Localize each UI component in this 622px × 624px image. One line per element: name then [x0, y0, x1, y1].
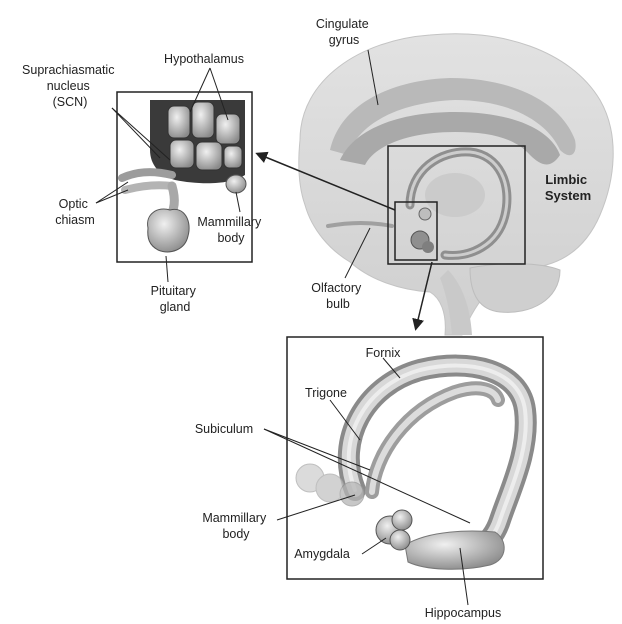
label-limbic-system: Limbic System	[545, 172, 591, 203]
label-amygdala: Amygdala	[294, 547, 350, 561]
label-mammillary-body-bottom: Mammillary body	[202, 511, 269, 541]
label-cingulate-gyrus: Cingulate gyrus	[316, 17, 372, 47]
thalamus	[425, 173, 485, 217]
label-scn: Suprachiasmatic nucleus (SCN)	[22, 63, 118, 109]
label-subiculum: Subiculum	[195, 422, 253, 436]
mammillary-body-top	[226, 175, 246, 193]
hippocampus	[405, 531, 504, 569]
label-hypothalamus: Hypothalamus	[164, 52, 244, 66]
label-hippocampus: Hippocampus	[425, 606, 501, 620]
pituitary-gland	[148, 209, 190, 252]
hypothalamus-small	[419, 208, 431, 220]
label-fornix: Fornix	[366, 346, 401, 360]
label-trigone: Trigone	[305, 386, 347, 400]
label-pituitary-gland: Pituitary gland	[151, 284, 200, 314]
hypothalamus-inset	[122, 100, 246, 252]
label-optic-chiasm: Optic chiasm	[55, 197, 95, 227]
amygdala	[376, 510, 412, 550]
label-mammillary-body-top: Mammillary body	[197, 215, 264, 245]
label-olfactory-bulb: Olfactory bulb	[311, 281, 365, 311]
